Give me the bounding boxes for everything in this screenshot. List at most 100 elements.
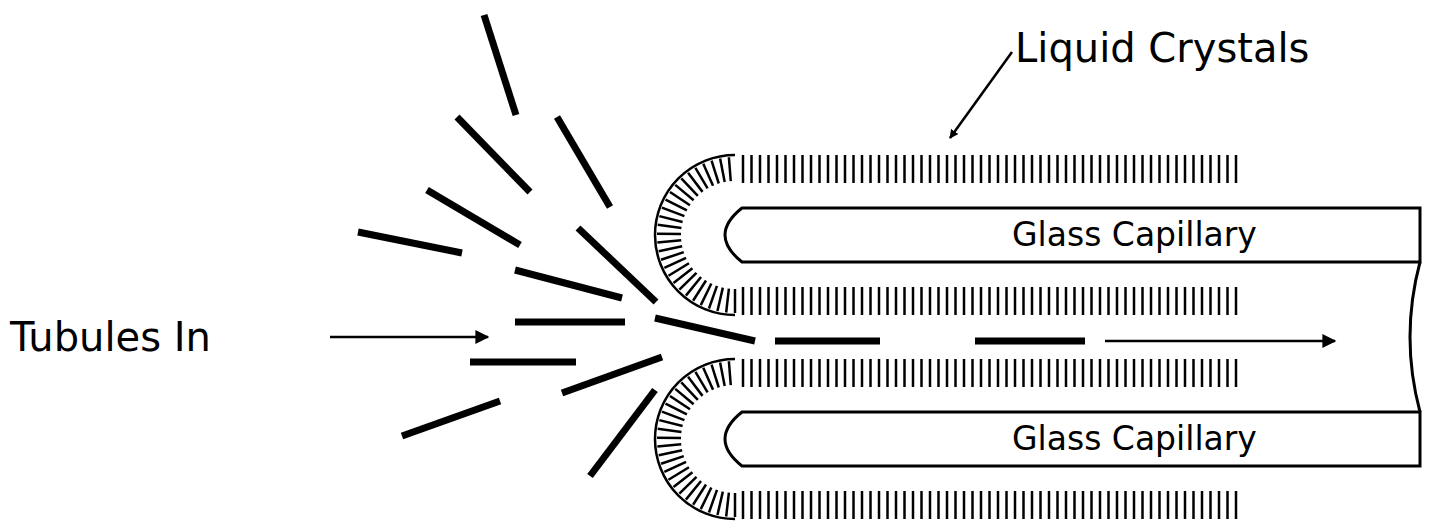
hatch-stroke — [1082, 155, 1085, 183]
hatch-stroke — [963, 155, 966, 183]
hatch-stroke — [1048, 491, 1051, 519]
hatch-stroke — [869, 287, 872, 315]
hatch-stroke — [1201, 155, 1204, 183]
hatch-stroke — [895, 359, 898, 387]
hatch-stroke — [793, 491, 796, 519]
hatch-stroke — [1099, 287, 1102, 315]
hatch-stroke — [971, 287, 974, 315]
hatch-stroke — [1184, 359, 1187, 387]
leader-line — [950, 52, 1012, 138]
hatch-stroke — [1065, 491, 1068, 519]
hatch-stroke — [835, 287, 838, 315]
hatch-stroke — [878, 287, 881, 315]
hatch-stroke — [1192, 359, 1195, 387]
hatch-stroke — [661, 252, 684, 260]
hatch-stroke — [971, 491, 974, 519]
hatch-stroke — [734, 289, 737, 313]
hatch-stroke — [954, 491, 957, 519]
hatch-stroke — [1039, 359, 1042, 387]
hatch-stroke — [1235, 287, 1238, 315]
hatch-stroke — [1158, 491, 1161, 519]
inlet-label: Tubules In — [10, 315, 211, 359]
hatch-stroke — [1065, 359, 1068, 387]
hatch-stroke — [659, 216, 682, 222]
hatch-stroke — [1048, 155, 1051, 183]
hatch-stroke — [767, 287, 770, 315]
hatch-stroke — [844, 287, 847, 315]
hatch-stroke — [1107, 155, 1110, 183]
hatch-stroke — [1048, 359, 1051, 387]
hatch-stroke — [703, 368, 713, 390]
hatch-stroke — [997, 155, 1000, 183]
hatch-stroke — [1039, 491, 1042, 519]
hatch-stroke — [729, 157, 731, 181]
hatch-stroke — [657, 240, 681, 242]
hatch-stroke — [1218, 155, 1221, 183]
hatch-stroke — [1039, 287, 1042, 315]
hatch-stroke — [810, 287, 813, 315]
hatch-stroke — [1167, 491, 1170, 519]
hatch-stroke — [835, 155, 838, 183]
hatch-stroke — [1014, 359, 1017, 387]
hatch-stroke — [750, 359, 753, 387]
hatch-stroke — [709, 286, 717, 309]
hatch-stroke — [1022, 359, 1025, 387]
hatch-stroke — [929, 155, 932, 183]
hatch-stroke — [1022, 155, 1025, 183]
hatch-stroke — [1226, 491, 1229, 519]
tubules — [358, 15, 1085, 476]
hatch-stroke — [1218, 359, 1221, 387]
hatch-stroke — [742, 155, 745, 183]
hatch-stroke — [801, 155, 804, 183]
hatch-stroke — [920, 287, 923, 315]
hatch-stroke — [1090, 491, 1093, 519]
hatch-stroke — [776, 287, 779, 315]
hatch-stroke — [827, 359, 830, 387]
hatch-stroke — [1090, 155, 1093, 183]
hatch-stroke — [1184, 491, 1187, 519]
hatch-stroke — [659, 246, 682, 251]
hatch-stroke — [886, 491, 889, 519]
hatch-stroke — [1124, 155, 1127, 183]
hatch-stroke — [1133, 155, 1136, 183]
hatch-stroke — [1175, 359, 1178, 387]
hatch-stroke — [712, 161, 719, 184]
hatch-stroke — [886, 287, 889, 315]
hatch-stroke — [1056, 155, 1059, 183]
hatch-stroke — [946, 491, 949, 519]
hatch-stroke — [717, 288, 722, 311]
hatch-stroke — [1073, 155, 1076, 183]
hatch-stroke — [657, 436, 681, 439]
hatch-stroke — [861, 359, 864, 387]
hatch-stroke — [1014, 491, 1017, 519]
hatch-stroke — [929, 359, 932, 387]
hatch-stroke — [1218, 491, 1221, 519]
hatch-stroke — [937, 287, 940, 315]
hatch-stroke — [895, 155, 898, 183]
hatch-stroke — [852, 359, 855, 387]
hatch-stroke — [988, 359, 991, 387]
hatch-stroke — [776, 491, 779, 519]
hatch-stroke — [861, 287, 864, 315]
hatch-stroke — [852, 287, 855, 315]
hatch-stroke — [1056, 287, 1059, 315]
hatch-stroke — [980, 491, 983, 519]
hatch-stroke — [1107, 359, 1110, 387]
hatch-stroke — [963, 491, 966, 519]
hatch-stroke — [1022, 491, 1025, 519]
hatch-stroke — [988, 491, 991, 519]
hatch-stroke — [1167, 359, 1170, 387]
hatch-stroke — [759, 491, 762, 519]
hatch-stroke — [963, 359, 966, 387]
hatch-stroke — [759, 359, 762, 387]
hatch-stroke — [1150, 287, 1153, 315]
hatch-stroke — [988, 287, 991, 315]
hatch-stroke — [810, 491, 813, 519]
hatch-stroke — [659, 420, 682, 426]
hatch-stroke — [750, 491, 753, 519]
hatch-stroke — [1150, 491, 1153, 519]
hatch-stroke — [793, 155, 796, 183]
hatch-stroke — [1226, 287, 1229, 315]
hatch-stroke — [903, 287, 906, 315]
